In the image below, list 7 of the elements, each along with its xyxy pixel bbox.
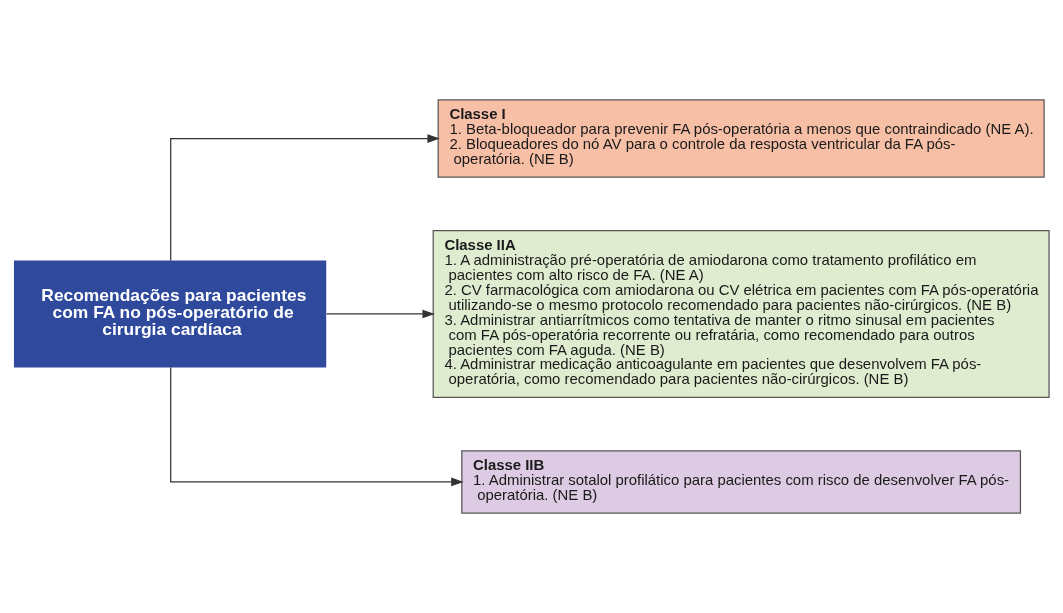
arrow — [325, 309, 435, 319]
node-box: Classe IIB 1. Administrar sotalol profilático para pacientes com risco de desenvolver FA pós-operatória. (NE B) — [461, 450, 1022, 514]
node-box: Recomendações para pacientes com FA no pós-operatório de cirurgia cardíaca — [13, 260, 327, 368]
arrow — [170, 366, 464, 487]
node-box: Classe IIA 1. A administração pré-operatória de amiodarona como tratamento profilático em pacientes com alto risco de FA. (NE A) 2. CV farmacológica com amiodarona ou CV elétrica em pacientes com FA pós-operatória utilizando-se o mesmo protocolo recomendado para pacientes não-cirúrgicos. (NE B) 3. Administrar antiarrítmicos como tentativa de manter o ritmo sinusal em pacientes com FA pós-operatória recorrente ou refratária, como recomendado para outros pacientes com FA aguda. (NE B) 4. Administrar medicação anticoagulante em pacientes que desenvolvem FA pós-operatória, como recomendado para pacientes não-cirúrgicos. (NE B) — [432, 230, 1050, 398]
arrow — [170, 134, 440, 261]
node-box: Classe I 1. Beta-bloqueador para prevenir FA pós-operatória a menos que contraindicado (NE A). 2. Bloqueadores do nó AV para o controle da resposta ventricular da FA pós-operatória. (NE B) — [437, 99, 1045, 178]
